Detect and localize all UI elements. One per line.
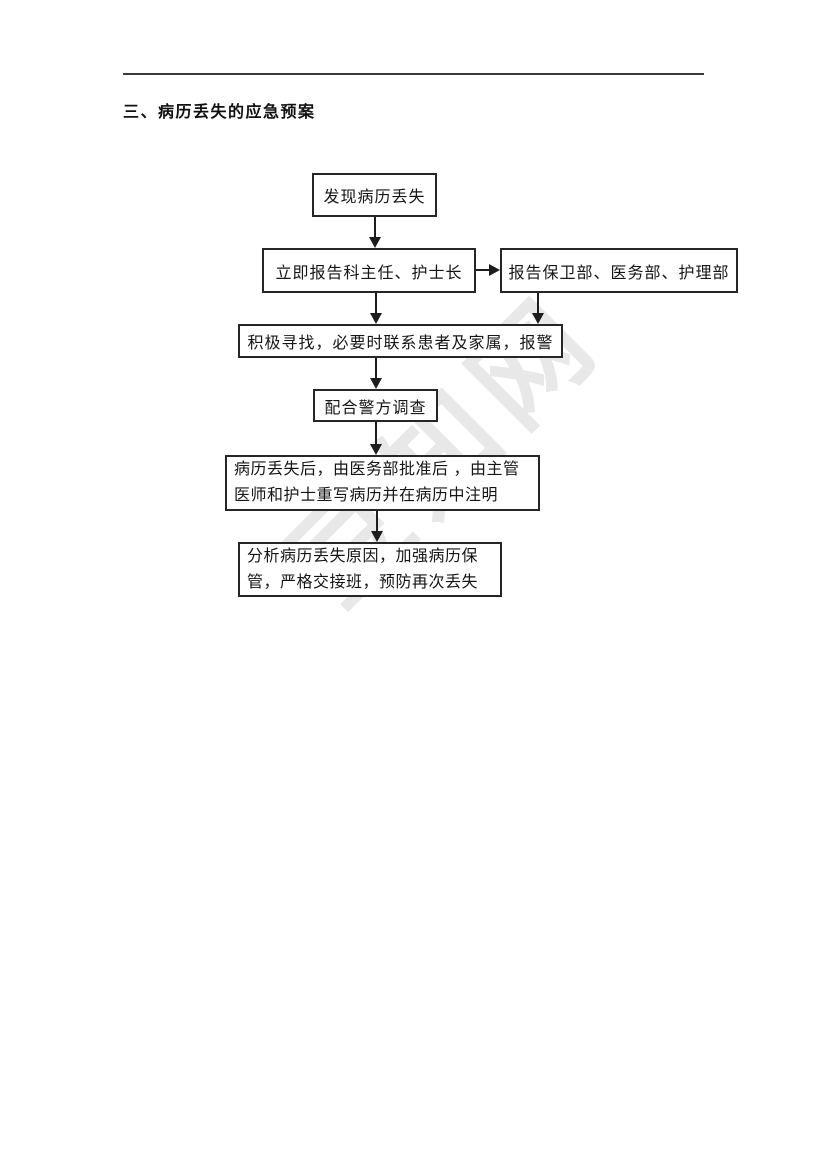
flow-node-discover-loss: 发现病历丢失 xyxy=(312,173,437,217)
arrow-report-to-departments xyxy=(476,264,500,276)
flow-node-report-heads: 立即报告科主任、护士长 xyxy=(262,248,476,293)
flow-node-report-departments: 报告保卫部、医务部、护理部 xyxy=(500,248,738,293)
watermark-bottom-fragment: 网 xyxy=(330,1129,590,1174)
arrow-police-to-rewrite xyxy=(370,422,382,455)
section-title: 三、病历丢失的应急预案 xyxy=(123,104,316,121)
arrow-departments-to-search xyxy=(532,293,544,324)
header-divider xyxy=(123,73,704,75)
flow-node-analyze-prevent: 分析病历丢失原因，加强病历保 管，严格交接班，预防再次丢失 xyxy=(238,542,502,597)
flow-node-cooperate-police: 配合警方调查 xyxy=(313,389,438,422)
flow-node-search-contact: 积极寻找，必要时联系患者及家属，报警 xyxy=(238,324,563,358)
arrow-discover-to-report xyxy=(369,217,381,248)
arrow-rewrite-to-analyze xyxy=(371,511,383,542)
arrow-search-to-police xyxy=(370,358,382,389)
flow-node-rewrite-record: 病历丢失后，由医务部批准后 ，由主管 医师和护士重写病历并在病历中注明 xyxy=(225,455,540,511)
arrow-report-to-search xyxy=(370,293,382,324)
